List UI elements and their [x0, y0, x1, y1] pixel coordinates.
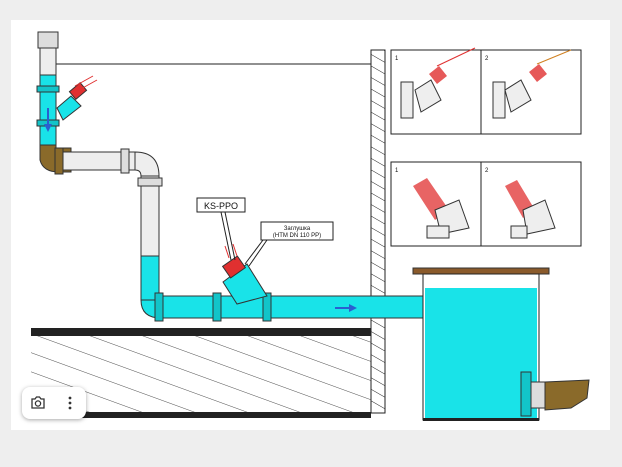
camera-button[interactable] — [22, 387, 54, 419]
building-outline — [41, 49, 386, 414]
installation-diagram: KS-PPO Заглушка (НТМ DN 110 PP) 1 — [31, 31, 590, 421]
upper-horizontal-pipe — [54, 147, 160, 177]
panel-bottom-1-num: 1 — [395, 168, 399, 174]
plug-label-line2: (НТМ DN 110 PP) — [273, 233, 321, 239]
flow-arrow-down — [44, 108, 52, 132]
ksppo-label: KS-PPO — [204, 201, 238, 211]
ksppo-callout: KS-PPO — [196, 197, 246, 261]
flow-arrow-right — [335, 304, 357, 312]
camera-icon — [31, 396, 45, 409]
diagram-canvas: KS-PPO Заглушка (НТМ DN 110 PP) 1 — [11, 20, 610, 430]
plug-label-line1: Заглушка — [284, 226, 311, 232]
descending-pipe — [137, 175, 163, 319]
main-valve — [221, 243, 268, 305]
panel-top-1-num: 1 — [395, 56, 399, 62]
septic-tank — [412, 267, 590, 421]
more-options-button[interactable] — [54, 387, 86, 419]
plug-callout: Заглушка (НТМ DN 110 PP) — [244, 221, 334, 267]
image-toolbar — [22, 387, 86, 419]
more-vertical-icon — [68, 396, 72, 410]
instruction-panels-bottom: 1 2 — [390, 161, 582, 247]
vertical-valve — [56, 75, 98, 121]
panel-top-2-num: 2 — [485, 56, 489, 62]
ground-section — [31, 328, 371, 418]
instruction-panels-top: 1 2 — [390, 47, 582, 135]
panel-bottom-2-num: 2 — [485, 168, 489, 174]
main-pipe — [154, 292, 445, 322]
